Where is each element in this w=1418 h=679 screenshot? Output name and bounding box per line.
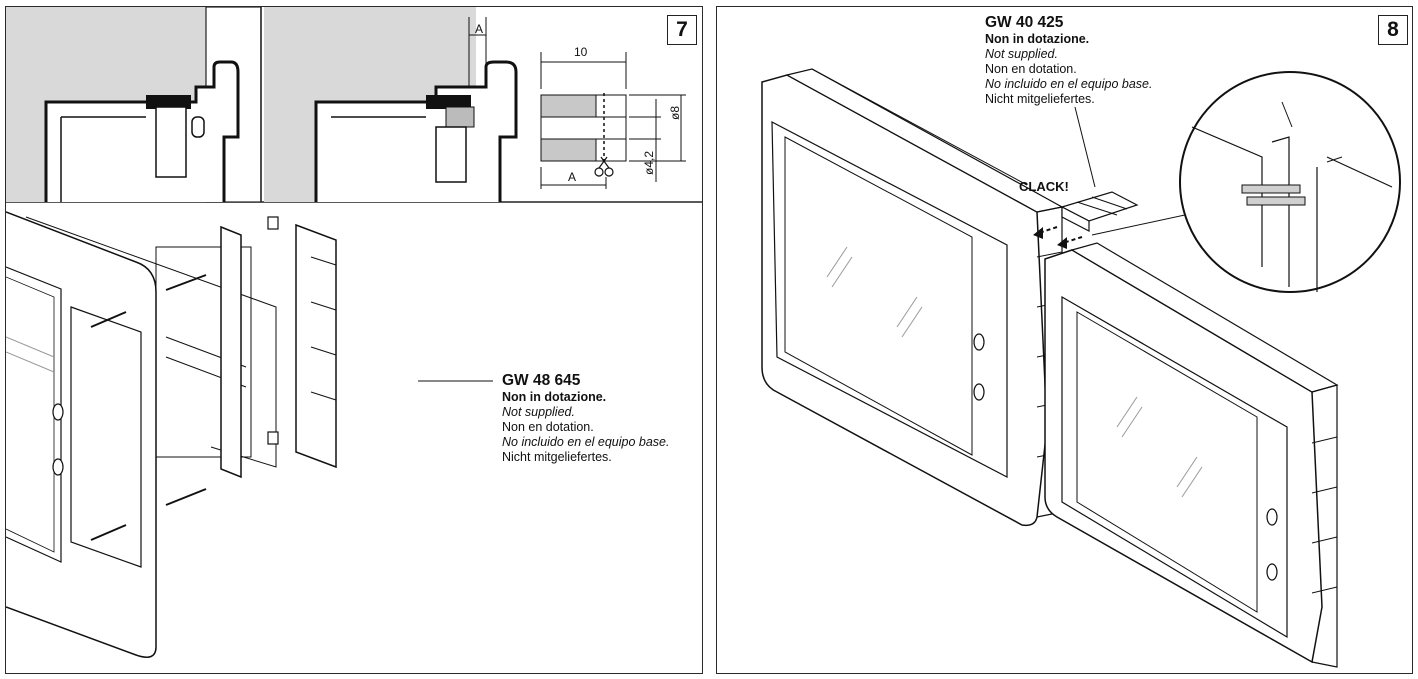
note-german: Nicht mitgeliefertes. [985, 92, 1095, 106]
panel-8-illustration [761, 68, 1401, 668]
panel-step-7: 7 10 A A ø8 ø4,2 GW 48 645 Non in dotazi… [5, 6, 703, 674]
wall-section-detail-2 [264, 7, 518, 202]
enclosure-left [761, 68, 1064, 527]
clack-arrows [1033, 226, 1083, 249]
product-code: GW 48 645 [502, 372, 581, 389]
step-number-badge: 7 [667, 15, 697, 45]
accessory-note: GW 40 425 Non in dotazione. Not supplied… [985, 13, 1152, 107]
dimension-diameter-large-label: ø8 [668, 105, 682, 120]
connector-clip [1060, 106, 1139, 232]
note-french: Non en dotation. [502, 420, 594, 434]
note-french: Non en dotation. [985, 62, 1077, 76]
note-italian: Non in dotazione. [502, 390, 607, 404]
note-italian: Non in dotazione. [985, 32, 1090, 46]
dimension-offset-top-label: A [475, 22, 484, 36]
note-spanish: No incluido en el equipo base. [985, 77, 1153, 91]
spacer-dimension-detail [540, 52, 686, 189]
note-spanish: No incluido en el equipo base. [502, 435, 670, 449]
magnified-joint-detail [1091, 71, 1401, 293]
note-english: Not supplied. [985, 47, 1058, 61]
dimension-offset-label: A [568, 170, 577, 184]
clack-label: CLACK! [1019, 179, 1069, 194]
step-number-badge: 8 [1378, 15, 1408, 45]
accessory-note: GW 48 645 Non in dotazione. Not supplied… [502, 371, 669, 465]
note-english: Not supplied. [502, 405, 575, 419]
enclosure-right [1044, 242, 1339, 668]
note-german: Nicht mitgeliefertes. [502, 450, 612, 464]
panel-step-8: 8 GW 40 425 Non in dotazione. Not suppli… [716, 6, 1413, 674]
exploded-enclosure-assembly [6, 211, 337, 658]
dimension-diameter-small-label: ø4,2 [642, 150, 656, 175]
wall-section-detail-1 [6, 7, 262, 203]
panel-7-illustration [6, 7, 702, 658]
dimension-width-label: 10 [574, 45, 588, 59]
product-code: GW 40 425 [985, 14, 1064, 31]
